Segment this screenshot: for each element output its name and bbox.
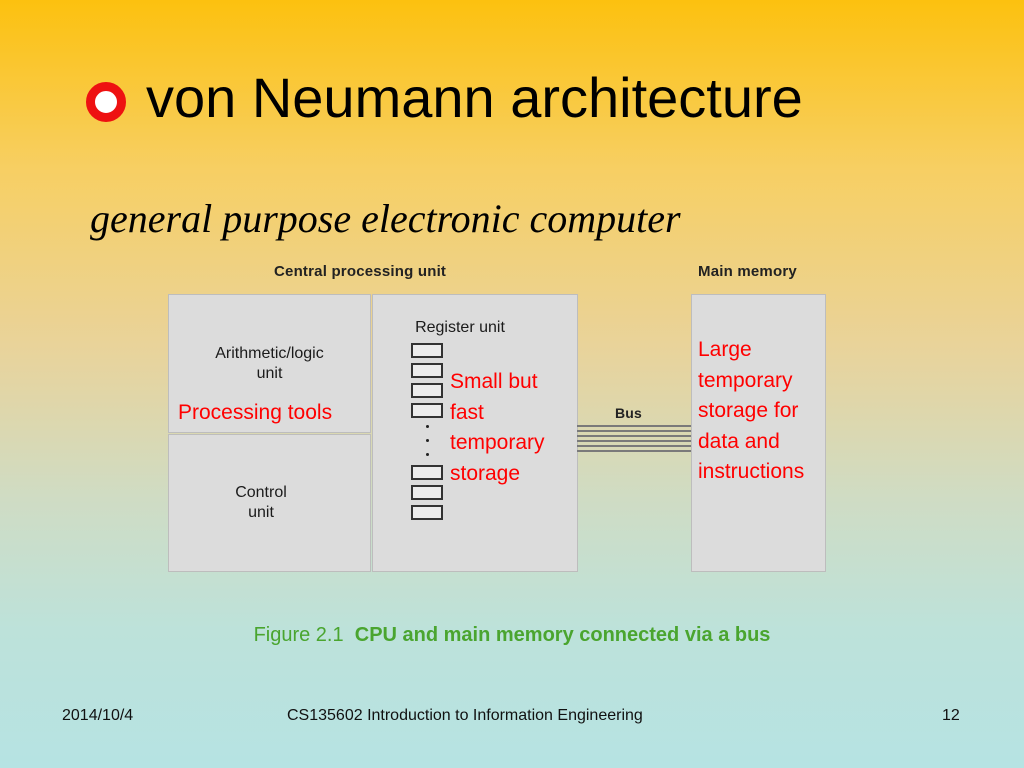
- memory-header: Main memory: [698, 263, 797, 280]
- alu-label: Arithmetic/logic unit: [168, 344, 371, 384]
- title-bullet-icon: [86, 82, 126, 122]
- register-note-line: fast: [450, 400, 484, 424]
- register-icon: [411, 343, 443, 358]
- memory-note: Large temporary storage for data and ins…: [698, 335, 804, 488]
- caption-prefix: Figure 2.1: [253, 624, 344, 646]
- register-note-line: temporary: [450, 431, 545, 454]
- main-memory-box: [691, 294, 826, 572]
- bus-label: Bus: [615, 405, 643, 421]
- control-label-line2: unit: [248, 504, 274, 521]
- ellipsis-dot: [426, 425, 429, 428]
- register-icon: [411, 363, 443, 378]
- register-icon: [411, 403, 443, 418]
- register-note: Small but fast temporary storage: [450, 367, 545, 489]
- slide-subtitle: general purpose electronic computer: [90, 196, 681, 241]
- control-label-line1: Control: [235, 484, 287, 501]
- slide-title: von Neumann architecture: [146, 66, 803, 129]
- memory-note-line: instructions: [698, 460, 805, 483]
- caption-text: CPU and main memory connected via a bus: [354, 624, 771, 646]
- bus-wire: [577, 435, 691, 437]
- alu-label-line2: unit: [256, 365, 283, 382]
- memory-note-line: data and: [698, 429, 780, 453]
- alu-label-line1: Arithmetic/logic: [215, 345, 324, 362]
- bus-wire: [577, 425, 691, 427]
- footer-course: CS135602 Introduction to Information Eng…: [287, 707, 643, 724]
- alu-note: Processing tools: [178, 401, 333, 424]
- memory-note-line: Large: [698, 338, 752, 361]
- register-icon: [411, 485, 443, 500]
- control-unit-label: Control unit: [168, 483, 354, 523]
- control-unit-box: [168, 434, 371, 572]
- register-icon: [411, 505, 443, 520]
- ellipsis-dot: [426, 439, 429, 442]
- register-unit-box: [372, 294, 578, 572]
- memory-note-line: storage for: [698, 399, 799, 422]
- bus-wire: [577, 445, 691, 447]
- register-icon: [411, 465, 443, 480]
- register-note-line: storage: [450, 461, 521, 485]
- footer-page-number: 12: [942, 707, 960, 724]
- bus-wire: [577, 430, 691, 432]
- footer-date: 2014/10/4: [62, 707, 134, 724]
- bus-wire: [577, 450, 691, 452]
- ellipsis-dot: [426, 453, 429, 456]
- cpu-header: Central processing unit: [274, 263, 447, 280]
- register-unit-label: Register unit: [415, 319, 505, 336]
- figure-caption: Figure 2.1 CPU and main memory connected…: [0, 624, 1024, 647]
- bus-wire: [577, 440, 691, 442]
- memory-note-line: temporary: [698, 368, 793, 392]
- alu-box: [168, 294, 371, 433]
- register-note-line: Small but: [450, 370, 538, 393]
- register-icon: [411, 383, 443, 398]
